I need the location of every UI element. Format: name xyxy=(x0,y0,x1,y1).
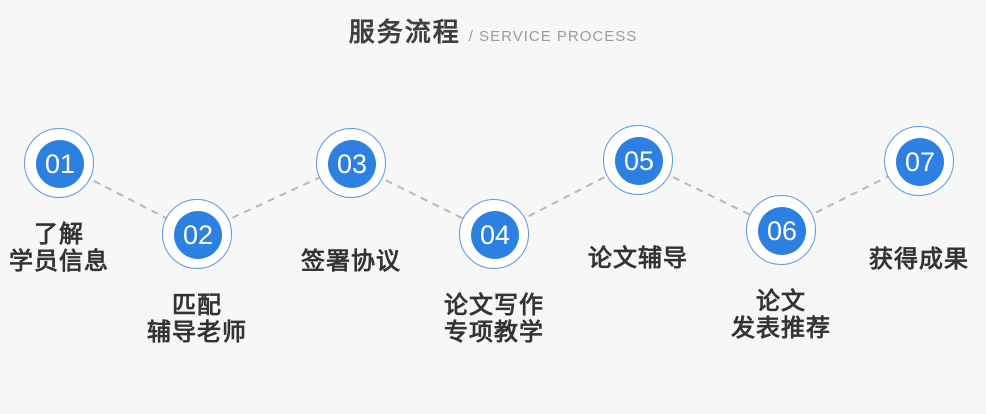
step-number: 05 xyxy=(623,145,655,176)
step-label: 论文辅导 xyxy=(553,218,723,272)
step-circle-ring: 04 xyxy=(459,199,529,269)
step-number-badge: 07 xyxy=(896,138,944,186)
process-step-1: 01 了解 学员信息 xyxy=(9,128,108,275)
step-label-text: 论文辅导 xyxy=(588,245,688,272)
step-label: 签署协议 xyxy=(266,221,436,275)
step-label: 获得成果 xyxy=(834,219,986,273)
section-title: 服务流程 / SERVICE PROCESS xyxy=(0,12,986,49)
step-circle-ring: 01 xyxy=(24,128,94,198)
process-step-7: 07 获得成果 xyxy=(869,126,968,273)
section-title-en: / SERVICE PROCESS xyxy=(468,28,638,45)
step-circle-ring: 05 xyxy=(603,125,673,195)
process-step-3: 03 签署协议 xyxy=(301,128,400,275)
step-label: 了解 学员信息 xyxy=(0,221,144,275)
process-step-2: 02 匹配 辅导老师 xyxy=(147,199,246,346)
step-number-badge: 01 xyxy=(36,140,84,188)
step-number-badge: 05 xyxy=(615,137,663,185)
process-step-5: 05 论文辅导 xyxy=(588,125,687,272)
step-number-badge: 04 xyxy=(471,211,519,259)
process-step-4: 04 论文写作 专项教学 xyxy=(444,199,543,346)
step-label: 论文写作 专项教学 xyxy=(409,292,579,346)
step-number: 02 xyxy=(182,219,214,250)
step-circle-ring: 07 xyxy=(884,126,954,196)
step-number: 01 xyxy=(44,148,76,179)
step-circle-ring: 03 xyxy=(316,128,386,198)
step-label-text: 获得成果 xyxy=(869,246,969,273)
step-label-text: 论文 发表推荐 xyxy=(731,288,831,342)
step-number: 07 xyxy=(904,146,936,177)
step-number-badge: 06 xyxy=(758,207,806,255)
step-label-text: 签署协议 xyxy=(301,248,401,275)
process-step-6: 06 论文 发表推荐 xyxy=(731,195,830,342)
step-label-text: 匹配 辅导老师 xyxy=(147,292,247,346)
step-number: 04 xyxy=(479,219,511,250)
step-label: 论文 发表推荐 xyxy=(696,288,866,342)
step-label: 匹配 辅导老师 xyxy=(112,292,282,346)
step-circle-ring: 06 xyxy=(746,195,816,265)
step-number: 03 xyxy=(336,148,368,179)
step-number: 06 xyxy=(766,215,798,246)
step-number-badge: 02 xyxy=(174,211,222,259)
step-label-text: 论文写作 专项教学 xyxy=(444,292,544,346)
section-title-cn: 服务流程 xyxy=(348,17,461,47)
step-circle-ring: 02 xyxy=(162,199,232,269)
step-label-text: 了解 学员信息 xyxy=(9,221,109,275)
step-number-badge: 03 xyxy=(328,140,376,188)
